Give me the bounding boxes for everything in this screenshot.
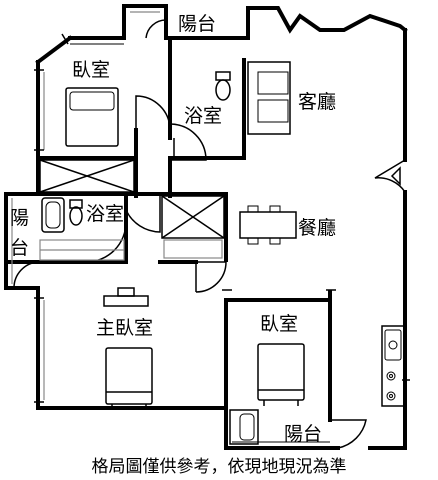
label-balcony-left-2: 台 xyxy=(10,237,29,259)
wardrobe-center xyxy=(161,195,225,259)
window-lines xyxy=(11,11,330,443)
doors xyxy=(5,19,406,449)
label-living-room: 客廳 xyxy=(298,91,336,113)
kitchen-counter xyxy=(381,325,405,407)
dining-table xyxy=(239,205,297,245)
disclaimer-caption: 格局圖僅供參考，依現地現況為準 xyxy=(92,457,347,477)
sofa xyxy=(247,61,291,135)
dresser xyxy=(103,287,149,307)
label-bedroom-top-left: 臥室 xyxy=(72,59,110,81)
label-bedroom-bottom-right: 臥室 xyxy=(260,313,298,335)
wall-ticks xyxy=(34,33,410,403)
label-bathroom-top: 浴室 xyxy=(184,105,222,127)
bed-master xyxy=(105,347,153,410)
exterior-walls xyxy=(4,4,408,450)
bed-top-left xyxy=(65,87,119,147)
bathtub-left xyxy=(41,197,65,233)
bed-bottom-right xyxy=(257,343,305,406)
label-dining-room: 餐廳 xyxy=(298,217,336,239)
label-balcony-bottom: 陽台 xyxy=(284,423,322,445)
interior-walls xyxy=(4,36,332,422)
wardrobe-left xyxy=(39,159,135,193)
label-balcony-top: 陽台 xyxy=(178,13,216,35)
room-labels: 臥室 陽台 浴室 客廳 陽 台 浴室 餐廳 主臥室 臥室 陽台 xyxy=(10,13,336,445)
toilet-top-bath xyxy=(215,71,231,101)
label-balcony-left-1: 陽 xyxy=(10,207,29,229)
toilet-left-bath xyxy=(69,199,83,226)
closet-left-bath xyxy=(39,239,125,261)
washing-machine xyxy=(229,409,259,445)
label-master-bedroom: 主臥室 xyxy=(96,317,153,339)
label-bathroom-left: 浴室 xyxy=(86,203,124,225)
